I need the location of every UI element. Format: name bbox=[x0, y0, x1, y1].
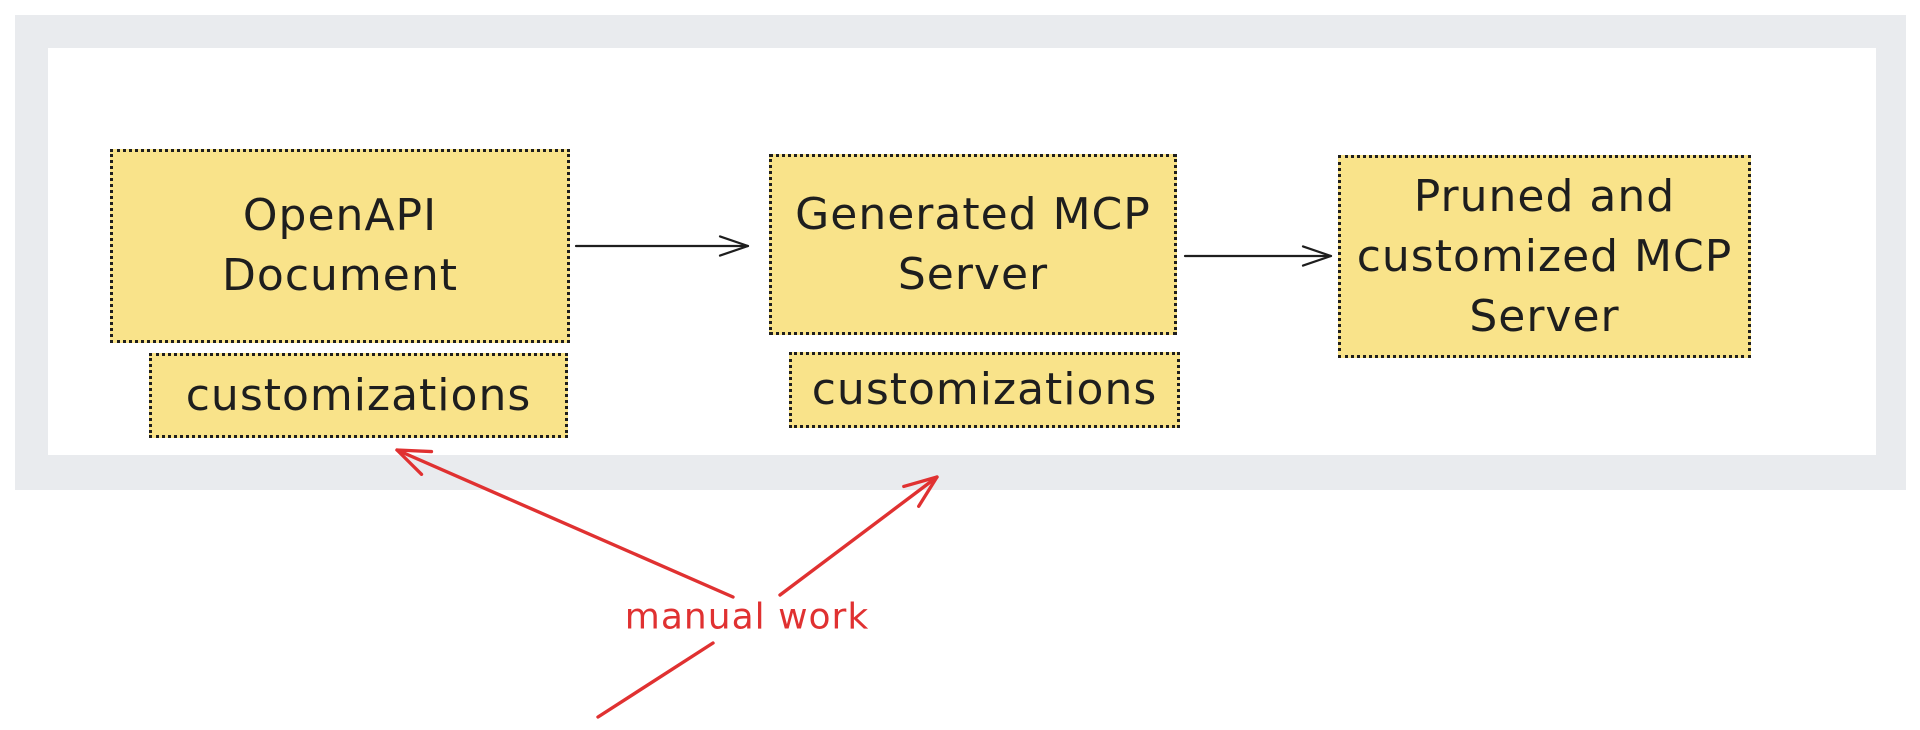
node-label-line: customized MCP bbox=[1356, 230, 1733, 282]
node-customizations-left: customizations bbox=[149, 353, 568, 438]
node-label-line: Generated MCP bbox=[795, 188, 1151, 240]
node-label-line: customizations bbox=[811, 364, 1158, 415]
manual-work-annotation: manual work bbox=[624, 596, 870, 638]
node-label-line: Pruned and bbox=[1413, 170, 1676, 222]
node-pruned-customized-mcp-server: Pruned and customized MCP Server bbox=[1338, 155, 1751, 358]
node-label-line: OpenAPI bbox=[242, 190, 438, 241]
node-openapi-document: OpenAPI Document bbox=[110, 149, 570, 343]
node-generated-mcp-server: Generated MCP Server bbox=[769, 154, 1177, 335]
node-label-line: Document bbox=[222, 250, 458, 301]
node-label-line: customizations bbox=[185, 369, 532, 421]
red-arrow-tail-segment bbox=[596, 641, 715, 719]
node-label-line: Server bbox=[1469, 290, 1620, 342]
node-customizations-right: customizations bbox=[789, 352, 1180, 428]
node-label-line: Server bbox=[897, 248, 1049, 300]
red-arrow-to-customizations-right bbox=[778, 475, 939, 597]
